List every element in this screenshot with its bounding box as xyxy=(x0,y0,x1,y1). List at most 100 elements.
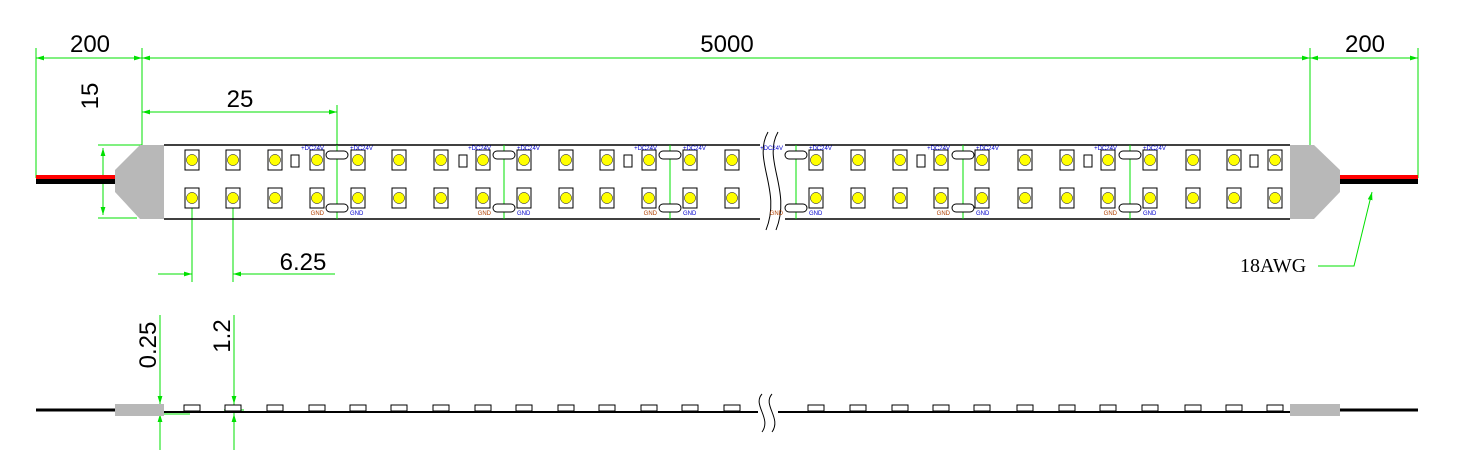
side-view-led xyxy=(1225,404,1243,412)
resistor xyxy=(290,154,300,168)
side-view-led xyxy=(807,404,825,412)
pad-label-positive: +DC24V xyxy=(760,146,783,152)
solder-pad xyxy=(658,150,682,160)
led-emitter xyxy=(1269,192,1281,204)
pad-label-positive: +DC24V xyxy=(927,146,950,152)
led-emitter xyxy=(1144,154,1156,166)
led-emitter xyxy=(1019,192,1031,204)
left-end-cap xyxy=(115,145,164,219)
left-wires xyxy=(36,175,116,184)
led-emitter xyxy=(726,192,738,204)
led-emitter xyxy=(311,192,323,204)
solder-pad xyxy=(784,150,808,160)
dim-cut-unit: 25 xyxy=(227,86,254,113)
break-symbol xyxy=(758,131,782,433)
led-emitter xyxy=(560,154,572,166)
side-view-led xyxy=(1184,404,1202,412)
wire-gauge-label: 18AWG xyxy=(1240,255,1306,277)
pad-label-ground: GND xyxy=(809,211,823,217)
pad-label-positive: +DC24V xyxy=(634,146,657,152)
solder-pad xyxy=(658,203,682,213)
side-view-led xyxy=(849,404,867,412)
led-emitter xyxy=(1269,154,1281,166)
solder-pad xyxy=(325,203,349,213)
resistor xyxy=(623,154,633,168)
dim-lead-left: 200 xyxy=(70,31,110,58)
led-emitter xyxy=(643,154,655,166)
led-emitter xyxy=(684,192,696,204)
dimension-lines xyxy=(35,48,1419,450)
right-end-cap xyxy=(1290,145,1340,219)
pad-label-ground: GND xyxy=(311,211,325,217)
pad-label-ground: GND xyxy=(350,211,364,217)
solder-pad xyxy=(1118,150,1142,160)
led-emitter xyxy=(601,154,613,166)
dim-lead-right: 200 xyxy=(1345,31,1385,58)
pad-label-ground: GND xyxy=(976,211,990,217)
led-emitter xyxy=(1144,192,1156,204)
solder-pad xyxy=(784,203,808,213)
led-emitter xyxy=(1102,192,1114,204)
pad-label-positive: +DC24V xyxy=(976,146,999,152)
led-emitter xyxy=(810,192,822,204)
solder-pad xyxy=(1118,203,1142,213)
led-emitter xyxy=(643,192,655,204)
resistor xyxy=(1083,154,1093,168)
side-view-left-cap xyxy=(115,404,164,416)
side-view-led xyxy=(1016,404,1034,412)
side-view-led xyxy=(681,404,699,412)
strip-outline xyxy=(164,144,1290,220)
side-view-led xyxy=(515,404,533,412)
dim-total-thickness: 1.2 xyxy=(209,319,236,352)
led-emitter xyxy=(435,192,447,204)
dim-pcb-thickness: 0.25 xyxy=(135,322,162,369)
led-emitter xyxy=(1228,154,1240,166)
led-emitter xyxy=(976,154,988,166)
side-view-led xyxy=(308,404,326,412)
side-view-led xyxy=(432,404,450,412)
pad-label-positive: +DC24V xyxy=(350,146,373,152)
side-view-led xyxy=(1058,404,1076,412)
led-emitter xyxy=(935,192,947,204)
pad-label-positive: +DC24V xyxy=(517,146,540,152)
pad-label-ground: GND xyxy=(1104,211,1118,217)
led-emitter xyxy=(684,154,696,166)
led-emitter xyxy=(186,154,198,166)
side-view-led xyxy=(474,404,492,412)
led-emitter xyxy=(1061,154,1073,166)
led-emitter xyxy=(810,154,822,166)
led-emitter xyxy=(852,192,864,204)
led-emitter xyxy=(227,154,239,166)
led-emitter xyxy=(1061,192,1073,204)
led-emitter xyxy=(477,154,489,166)
led-emitter xyxy=(311,154,323,166)
led-emitter xyxy=(393,154,405,166)
led-emitter xyxy=(976,192,988,204)
led-emitter xyxy=(1019,154,1031,166)
side-view-led xyxy=(640,404,658,412)
led-emitter xyxy=(518,192,530,204)
led-emitter xyxy=(852,154,864,166)
right-wires xyxy=(1338,175,1418,184)
led-emitter xyxy=(435,154,447,166)
side-view-led xyxy=(973,404,991,412)
pad-label-ground: GND xyxy=(770,211,784,217)
side-view-right-cap xyxy=(1290,404,1340,416)
pad-label-ground: GND xyxy=(644,211,658,217)
led-emitter xyxy=(269,192,281,204)
pad-label-ground: GND xyxy=(683,211,697,217)
led-emitter xyxy=(601,192,613,204)
side-view-led xyxy=(932,404,950,412)
side-view-led xyxy=(390,404,408,412)
side-view-led xyxy=(1266,404,1284,412)
side-view-led xyxy=(1099,404,1117,412)
led-emitter xyxy=(726,154,738,166)
led-emitter xyxy=(1187,154,1199,166)
pad-label-positive: +DC24V xyxy=(468,146,491,152)
dim-width: 15 xyxy=(77,83,104,110)
resistor xyxy=(916,154,926,168)
solder-pad xyxy=(492,203,516,213)
pad-label-positive: +DC24V xyxy=(1094,146,1117,152)
side-view-led xyxy=(224,404,242,412)
